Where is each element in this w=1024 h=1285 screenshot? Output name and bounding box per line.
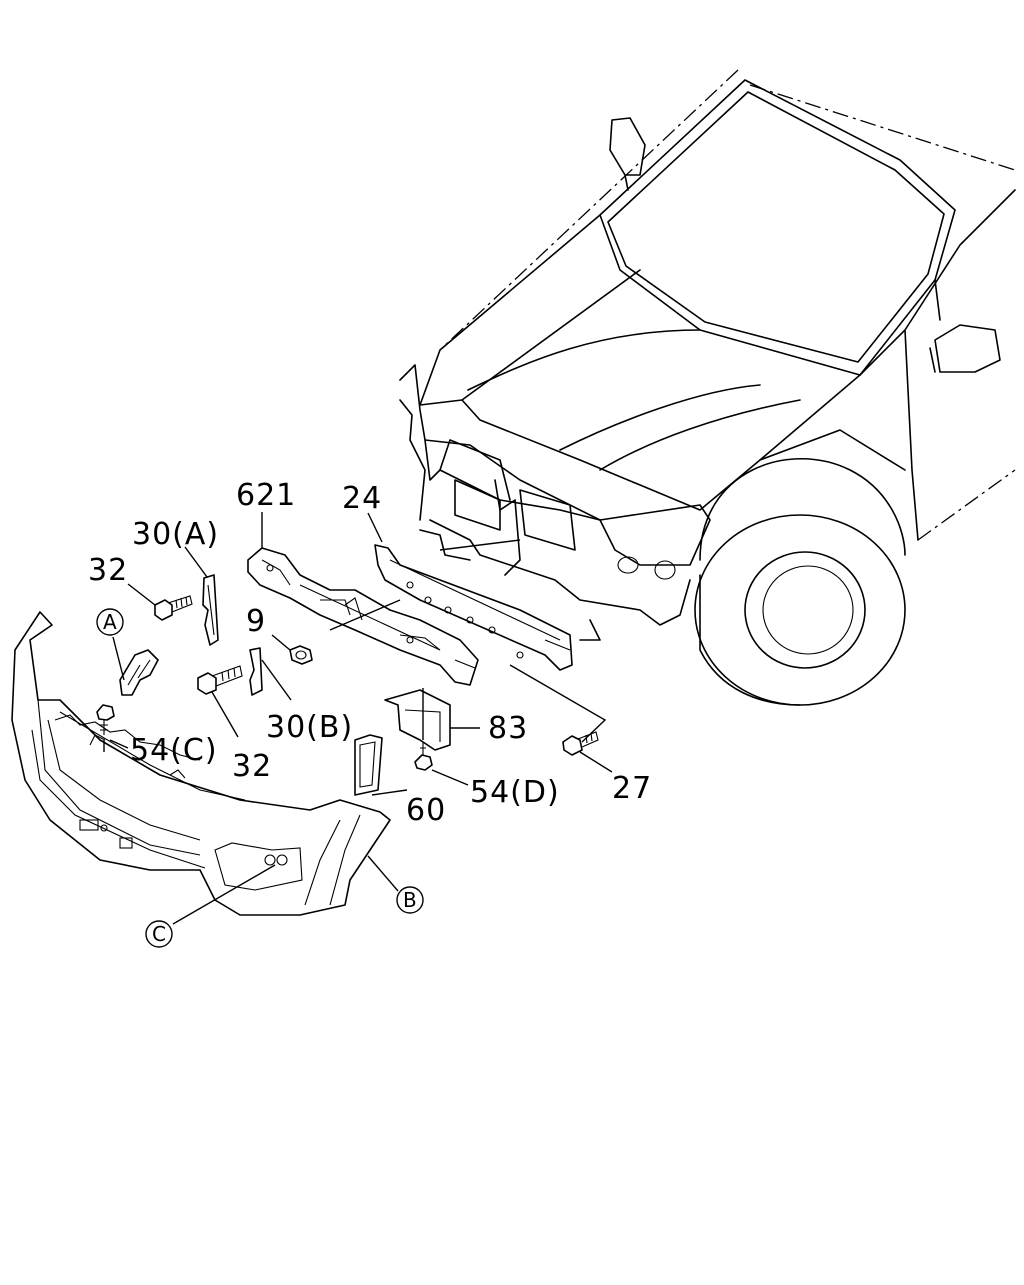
lower-bracket-83 (384, 689, 451, 751)
callout-32-lower: 32 (232, 749, 272, 784)
callout-labels: 621 24 30(A) 32 9 30(B) 32 54(C) 83 27 5… (88, 478, 652, 828)
clip-30b (249, 647, 263, 696)
bolt-32-upper (154, 595, 193, 621)
marker-b-letter: B (403, 888, 417, 912)
callout-30a: 30(A) (132, 517, 219, 552)
bolt-27 (562, 731, 599, 756)
nut-9 (289, 645, 313, 665)
marker-a-letter: A (103, 610, 117, 634)
bolt-32-lower (197, 665, 243, 695)
vehicle-body (399, 69, 1016, 706)
marker-c-letter: C (152, 922, 166, 946)
clip-54d (414, 742, 433, 771)
pad-60 (354, 734, 383, 796)
callout-54d: 54(D) (470, 775, 560, 810)
clip-54c (96, 704, 115, 752)
callout-9: 9 (246, 604, 266, 639)
callout-30b: 30(B) (266, 710, 353, 745)
marker-b: B (396, 886, 424, 914)
clip-30a (202, 574, 219, 646)
callout-54c: 54(C) (130, 733, 218, 768)
front-bumper-fascia (11, 611, 391, 916)
callout-27: 27 (612, 771, 652, 806)
leader-lines (109, 512, 613, 925)
callout-24: 24 (342, 481, 382, 516)
callout-621: 621 (236, 478, 296, 513)
callout-32-upper: 32 (88, 553, 128, 588)
marker-a: A (96, 608, 124, 636)
bracket-a (119, 649, 159, 696)
marker-c: C (145, 920, 173, 948)
reinforcement-bar-24 (374, 544, 573, 671)
callout-60: 60 (406, 793, 446, 828)
callout-83: 83 (488, 711, 528, 746)
